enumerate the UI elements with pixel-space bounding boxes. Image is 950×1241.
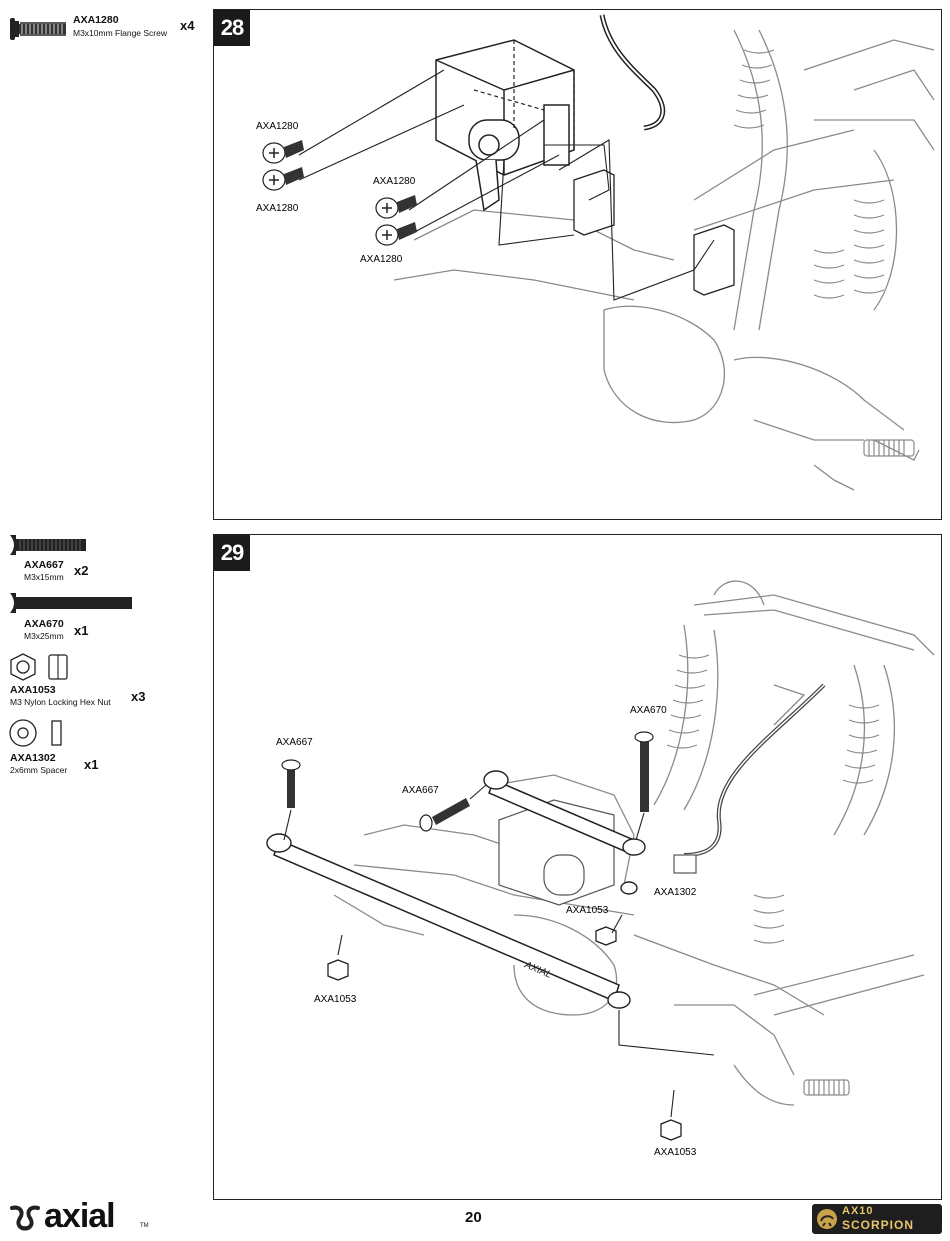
- axial-logo-text: axial: [44, 1197, 116, 1235]
- part-quantity: x2: [74, 563, 89, 578]
- flange-screw-icon: [10, 18, 66, 40]
- step29-parts-list: AXA667 M3x15mm x2 AXA670 M3x25mm x1 AXA1…: [8, 532, 208, 782]
- callout-label: AXA667: [276, 737, 313, 748]
- callout-label: AXA1280: [373, 176, 416, 187]
- product-logo-line1: AX10: [842, 1205, 874, 1217]
- product-logo-line2: SCORPION: [842, 1218, 915, 1232]
- callout-label: AXA1280: [256, 203, 299, 214]
- step28-parts-list: AXA1280 M3x10mm Flange Screw x4: [8, 10, 208, 50]
- hex-nut-icon: [10, 653, 68, 681]
- trademark-mark: TM: [140, 1223, 149, 1229]
- callout-label: AXA1053: [566, 905, 609, 916]
- screw-m3x25-icon: [10, 593, 132, 613]
- part-description: 2x6mm Spacer: [10, 765, 68, 775]
- callout-label: AXA667: [402, 785, 439, 796]
- spacer-icon: [9, 719, 62, 747]
- callout-label: AXA1053: [654, 1147, 697, 1158]
- scorpion-icon: [817, 1209, 837, 1229]
- callout-label: AXA1280: [360, 254, 403, 265]
- callout-label: AXA1302: [654, 887, 697, 898]
- step28-panel: 28: [213, 9, 942, 520]
- part-description: M3x15mm: [24, 572, 64, 582]
- axial-logo-mark-icon: [10, 1205, 40, 1231]
- step28-illustration: AXA1280 AXA1280 AXA1280 AXA1280: [256, 14, 935, 491]
- step-number-badge: 28: [214, 10, 250, 46]
- part-code: AXA1053: [10, 684, 56, 696]
- callout-label: AXA1053: [314, 994, 357, 1005]
- step-number-badge: 29: [214, 535, 250, 571]
- part-quantity: x3: [131, 689, 146, 704]
- ax10-scorpion-logo: AX10 SCORPION: [812, 1204, 942, 1234]
- part-description: M3x10mm Flange Screw: [73, 28, 168, 38]
- page-number: 20: [465, 1209, 482, 1226]
- part-code: AXA670: [24, 618, 64, 630]
- callout-label: AXA670: [630, 705, 667, 716]
- part-code: AXA1302: [10, 752, 56, 764]
- part-code: AXA667: [24, 559, 64, 571]
- part-description: M3x25mm: [24, 631, 64, 641]
- part-quantity: x4: [180, 18, 195, 33]
- screw-m3x15-icon: [10, 535, 86, 555]
- part-quantity: x1: [84, 757, 99, 772]
- part-description: M3 Nylon Locking Hex Nut: [10, 697, 111, 707]
- step29-illustration: AXIAL AXA667 AXA667: [266, 580, 935, 1158]
- part-quantity: x1: [74, 623, 89, 638]
- callout-label: AXA1280: [256, 121, 299, 132]
- step29-panel: 29: [213, 534, 942, 1200]
- part-code: AXA1280: [73, 14, 119, 26]
